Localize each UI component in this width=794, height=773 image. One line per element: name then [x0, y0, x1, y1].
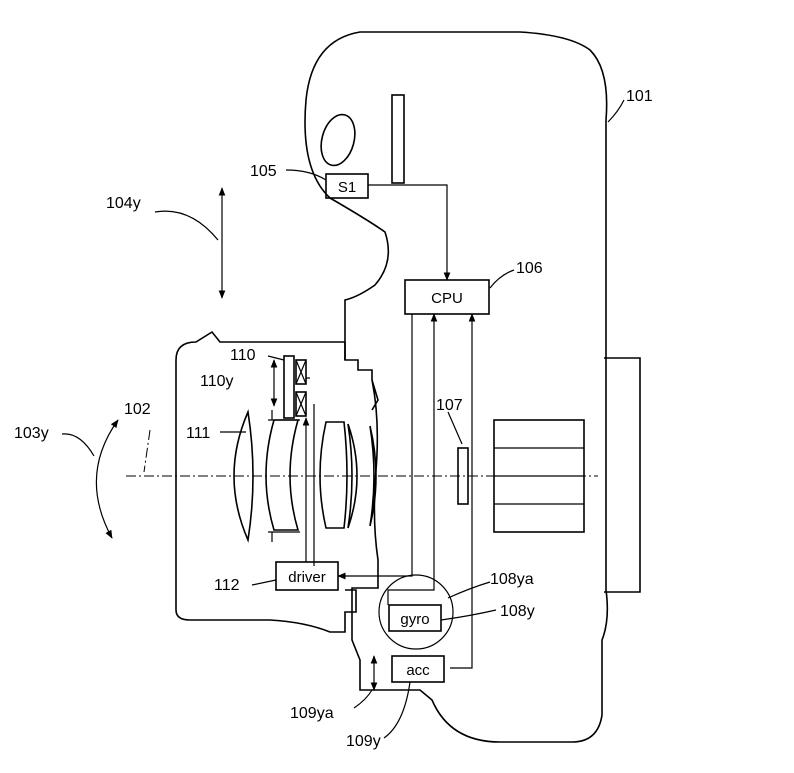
front-lens [233, 409, 254, 543]
label-109ya: 109ya [290, 705, 334, 722]
gyro-to-cpu-line [387, 313, 438, 605]
finder-ellipse [320, 113, 356, 167]
leader-104y [154, 210, 219, 241]
correction-lens [265, 419, 300, 531]
gyro-label: gyro [400, 611, 429, 628]
camera-body-outline [304, 31, 609, 743]
leader-109ya [353, 689, 373, 709]
label-110: 110 [230, 347, 256, 364]
driver-label: driver [288, 569, 326, 586]
correction-actuator [283, 355, 307, 419]
label-111: 111 [186, 425, 210, 442]
shutter-block [493, 419, 585, 533]
s1-block: S1 [325, 173, 369, 199]
label-102: 102 [124, 401, 151, 418]
cpu-to-driver-line [337, 314, 413, 580]
rear-lens-2 [347, 423, 358, 529]
label-107: 107 [436, 397, 463, 414]
label-106: 106 [516, 260, 543, 277]
cpu-label: CPU [431, 290, 463, 307]
leader-109y [383, 681, 411, 739]
label-104y: 104y [106, 195, 141, 212]
s1-to-cpu-line [368, 184, 451, 281]
label-101: 101 [626, 88, 653, 105]
leader-110 [267, 355, 285, 361]
acc-to-cpu-line [450, 313, 476, 669]
label-112: 112 [214, 577, 240, 594]
acc-block: acc [391, 655, 445, 683]
label-108ya: 108ya [490, 571, 534, 588]
leader-112 [251, 579, 277, 586]
rear-lens-3 [369, 425, 377, 527]
gyro-rotation-circle [378, 574, 454, 650]
leader-107 [447, 411, 463, 445]
lens-barrel-outline [175, 330, 357, 633]
release-button [391, 94, 405, 184]
leader-101 [607, 99, 625, 123]
label-105: 105 [250, 163, 277, 180]
driver-block: driver [275, 561, 339, 591]
leader-106 [489, 269, 515, 289]
leader-108y [440, 609, 497, 621]
rear-lens-1 [319, 421, 348, 529]
roll-rotation-arrow [95, 419, 119, 539]
s1-label: S1 [338, 179, 356, 196]
gyro-block: gyro [388, 604, 442, 632]
cpu-block: CPU [404, 279, 490, 315]
axis-leader-dash [143, 429, 151, 473]
leader-105 [285, 169, 327, 181]
lens-mount-notch [371, 379, 379, 411]
label-110y: 110y [200, 373, 234, 390]
acc-label: acc [406, 662, 430, 679]
correction-lens-frame [268, 410, 300, 542]
leader-103y [61, 433, 95, 457]
label-108y: 108y [500, 603, 535, 620]
leader-108ya [447, 581, 491, 599]
label-103y: 103y [14, 425, 49, 442]
grip-strip [604, 357, 641, 593]
image-sensor [457, 447, 469, 505]
label-109y: 109y [346, 733, 381, 750]
